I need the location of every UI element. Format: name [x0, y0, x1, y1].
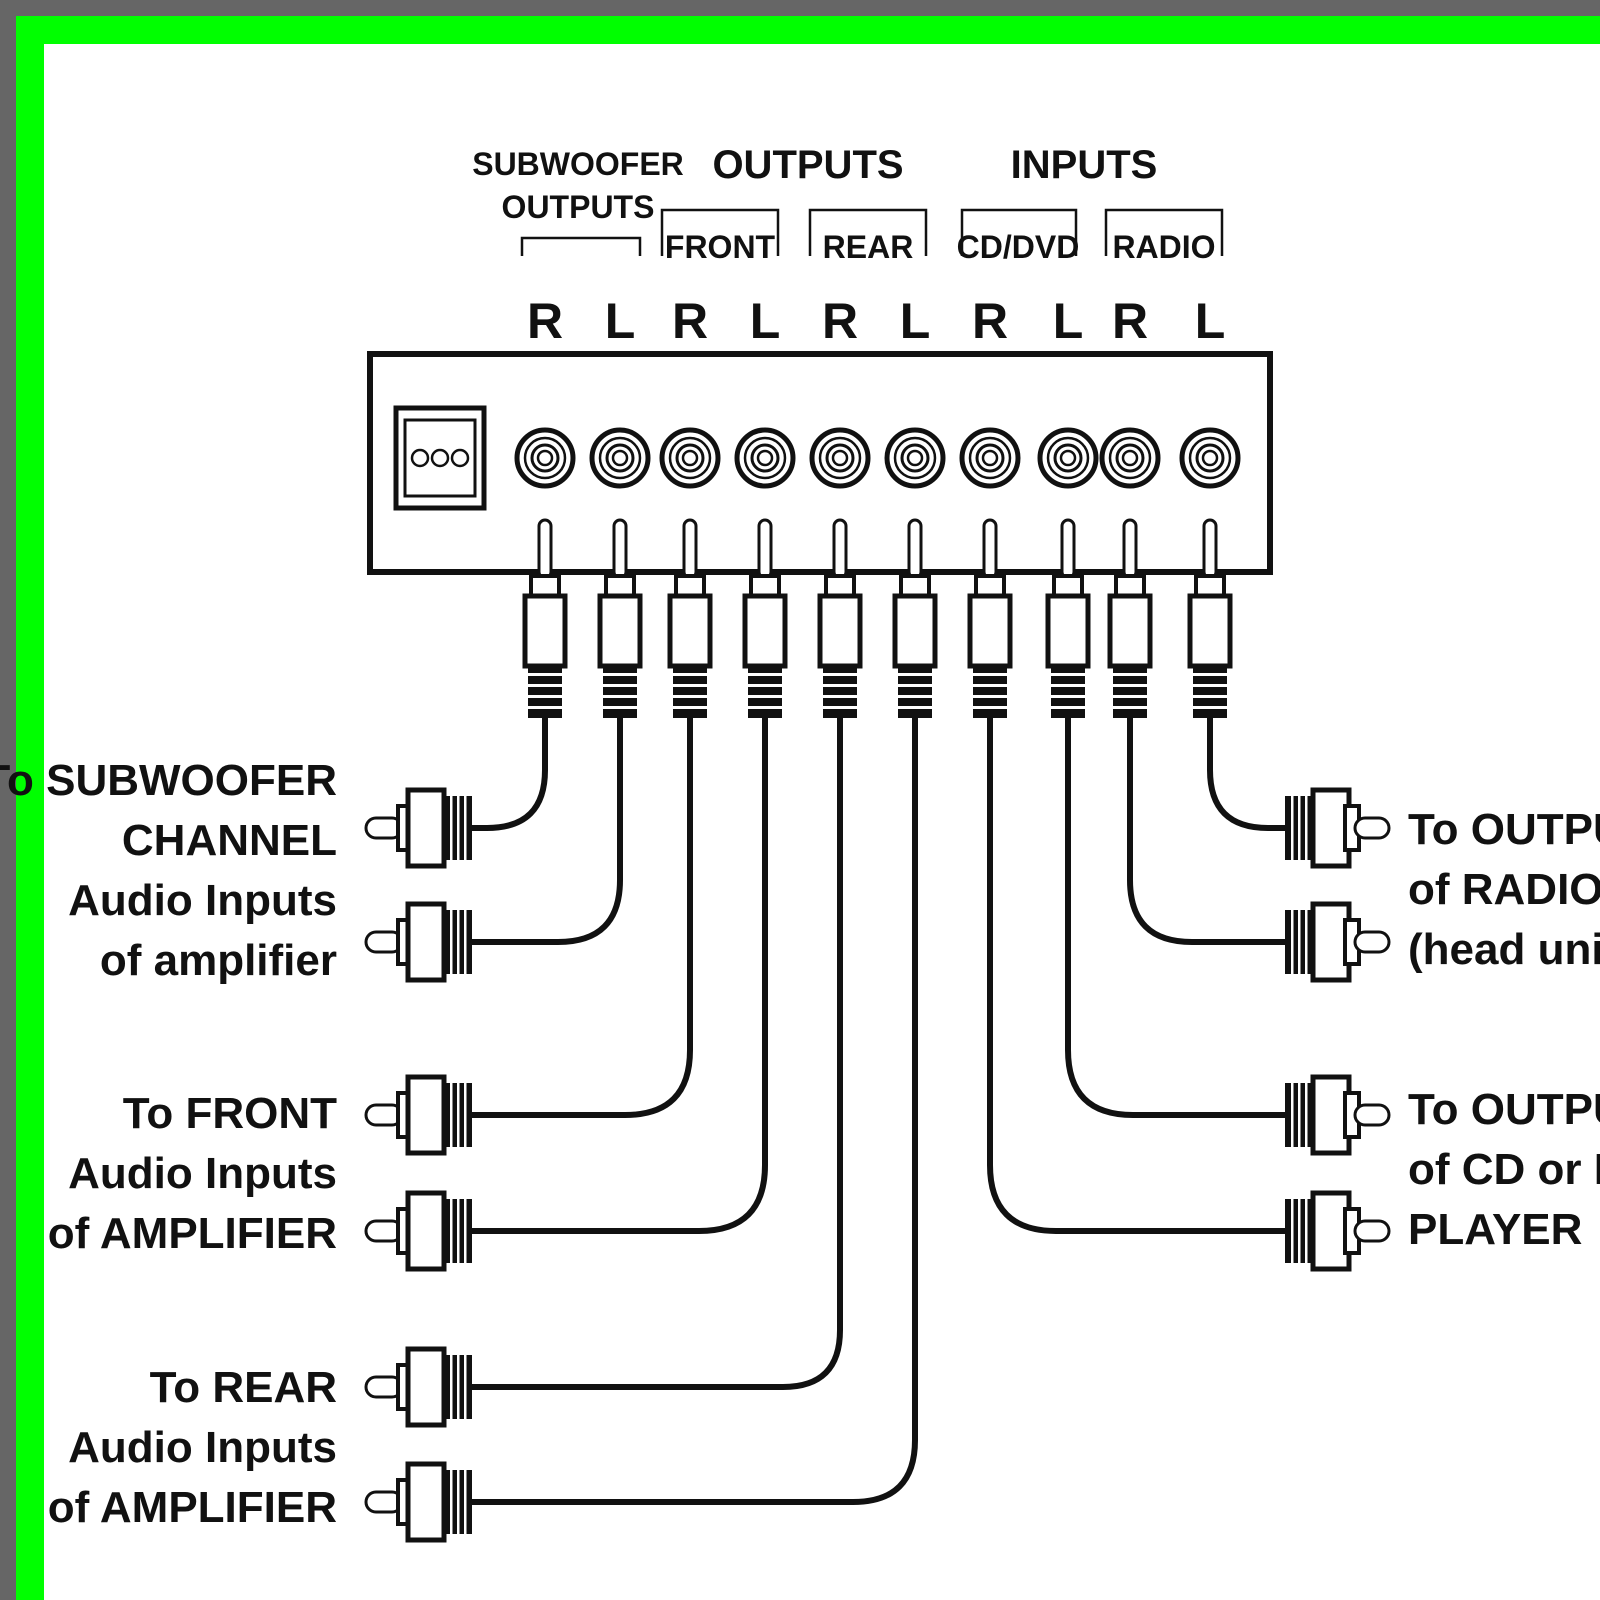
radio-source-line2: of RADIO	[1408, 865, 1600, 914]
rca-plug-icon	[667, 518, 713, 718]
rca-plug-icon	[1187, 518, 1233, 718]
subwoofer-dest-line1: To SUBWOOFER	[0, 756, 337, 805]
rca-plug-icon	[597, 518, 643, 718]
channel-letter-rear-l: L	[900, 293, 931, 349]
rca-jack-icon	[659, 427, 721, 489]
cable-subwoofer-r	[467, 715, 548, 831]
radio-label: RADIO	[1112, 229, 1215, 265]
cable-front-l	[469, 715, 768, 1234]
rca-jack-icon	[959, 427, 1021, 489]
rca-jacks	[514, 427, 1241, 489]
channel-letter-subwoofer-l: L	[605, 293, 636, 349]
channel-letter-subwoofer-r: R	[527, 293, 563, 349]
front-dest-line2: Audio Inputs	[68, 1149, 337, 1198]
front-dest-line1: To FRONT	[123, 1089, 337, 1138]
subwoofer-bracket	[520, 236, 642, 256]
rca-plugs-vertical	[522, 518, 1233, 718]
rca-plugs-horizontal	[364, 787, 1391, 1543]
channel-letter-rear-r: R	[822, 293, 858, 349]
cable-cd-r	[987, 715, 1288, 1234]
cable-front-r	[469, 715, 693, 1118]
cd-source-line2: of CD or DVD	[1408, 1145, 1600, 1194]
cable-subwoofer-l	[467, 715, 623, 945]
cd-dvd-label: CD/DVD	[957, 229, 1080, 265]
channel-letter-front-r: R	[672, 293, 708, 349]
power-connector-icon	[393, 405, 487, 511]
rca-plug-icon	[364, 901, 472, 983]
rca-plug-icon	[1285, 901, 1391, 983]
rca-plug-icon	[364, 787, 472, 869]
subwoofer-dest-line3: Audio Inputs	[68, 876, 337, 925]
channel-letter-cd-l: L	[1053, 293, 1084, 349]
rear-dest-line2: Audio Inputs	[68, 1423, 337, 1472]
rca-plug-icon	[1107, 518, 1153, 718]
group-brackets	[520, 208, 1224, 256]
rca-plug-icon	[1285, 787, 1391, 869]
rca-jack-icon	[1037, 427, 1099, 489]
radio-source-line3: (head unit)	[1408, 925, 1600, 974]
rca-plug-icon	[364, 1346, 472, 1428]
header-labels: SUBWOOFER OUTPUTS OUTPUTS INPUTS FRONT R…	[472, 143, 1215, 265]
inputs-label: INPUTS	[1011, 143, 1158, 187]
rca-plug-icon	[892, 518, 938, 718]
front-dest-line3: of AMPLIFIER	[48, 1209, 337, 1258]
radio-source-line1: To OUTPUTS	[1408, 805, 1600, 854]
rca-plug-icon	[522, 518, 568, 718]
outputs-label: OUTPUTS	[712, 143, 903, 187]
rca-jack-icon	[1099, 427, 1161, 489]
rear-label: REAR	[823, 229, 914, 265]
cd-dvd-bracket	[960, 208, 1078, 256]
cables	[467, 715, 1288, 1505]
rca-plug-icon	[364, 1190, 472, 1272]
rca-plug-icon	[817, 518, 863, 718]
cd-source-line3: PLAYER	[1408, 1205, 1582, 1254]
subwoofer-label-line2: OUTPUTS	[502, 189, 655, 225]
channel-letter-cd-r: R	[972, 293, 1008, 349]
rear-dest-line3: of AMPLIFIER	[48, 1483, 337, 1532]
rca-plug-icon	[1045, 518, 1091, 718]
subwoofer-dest-line2: CHANNEL	[122, 816, 337, 865]
cable-radio-l	[1207, 715, 1288, 831]
rca-plug-icon	[364, 1074, 472, 1156]
cd-source-line1: To OUTPUTS	[1408, 1085, 1600, 1134]
channel-letter-radio-r: R	[1112, 293, 1148, 349]
subwoofer-dest-line4: of amplifier	[100, 936, 337, 985]
rca-jack-icon	[1179, 427, 1241, 489]
right-labels: To OUTPUTS of RADIO (head unit) To OUTPU…	[1408, 805, 1600, 1254]
rca-plug-icon	[364, 1461, 472, 1543]
left-labels: To SUBWOOFER CHANNEL Audio Inputs of amp…	[0, 756, 337, 1532]
rca-plug-icon	[742, 518, 788, 718]
radio-bracket	[1104, 208, 1224, 256]
subwoofer-label-line1: SUBWOOFER	[472, 146, 684, 182]
rca-jack-icon	[809, 427, 871, 489]
rca-jack-icon	[734, 427, 796, 489]
front-label: FRONT	[665, 229, 776, 265]
rca-plug-icon	[1285, 1074, 1391, 1156]
front-bracket	[660, 208, 780, 256]
rear-bracket	[808, 208, 928, 256]
rca-plug-icon	[967, 518, 1013, 718]
rca-jack-icon	[884, 427, 946, 489]
cable-rear-l	[469, 715, 918, 1505]
cable-radio-r	[1127, 715, 1288, 945]
cable-cd-l	[1065, 715, 1288, 1118]
rear-dest-line1: To REAR	[150, 1363, 337, 1412]
cable-rear-r	[469, 715, 843, 1390]
channel-letter-front-l: L	[750, 293, 781, 349]
rca-plug-icon	[1285, 1190, 1391, 1272]
rca-jack-icon	[514, 427, 576, 489]
rca-jack-icon	[589, 427, 651, 489]
channel-letter-radio-l: L	[1195, 293, 1226, 349]
